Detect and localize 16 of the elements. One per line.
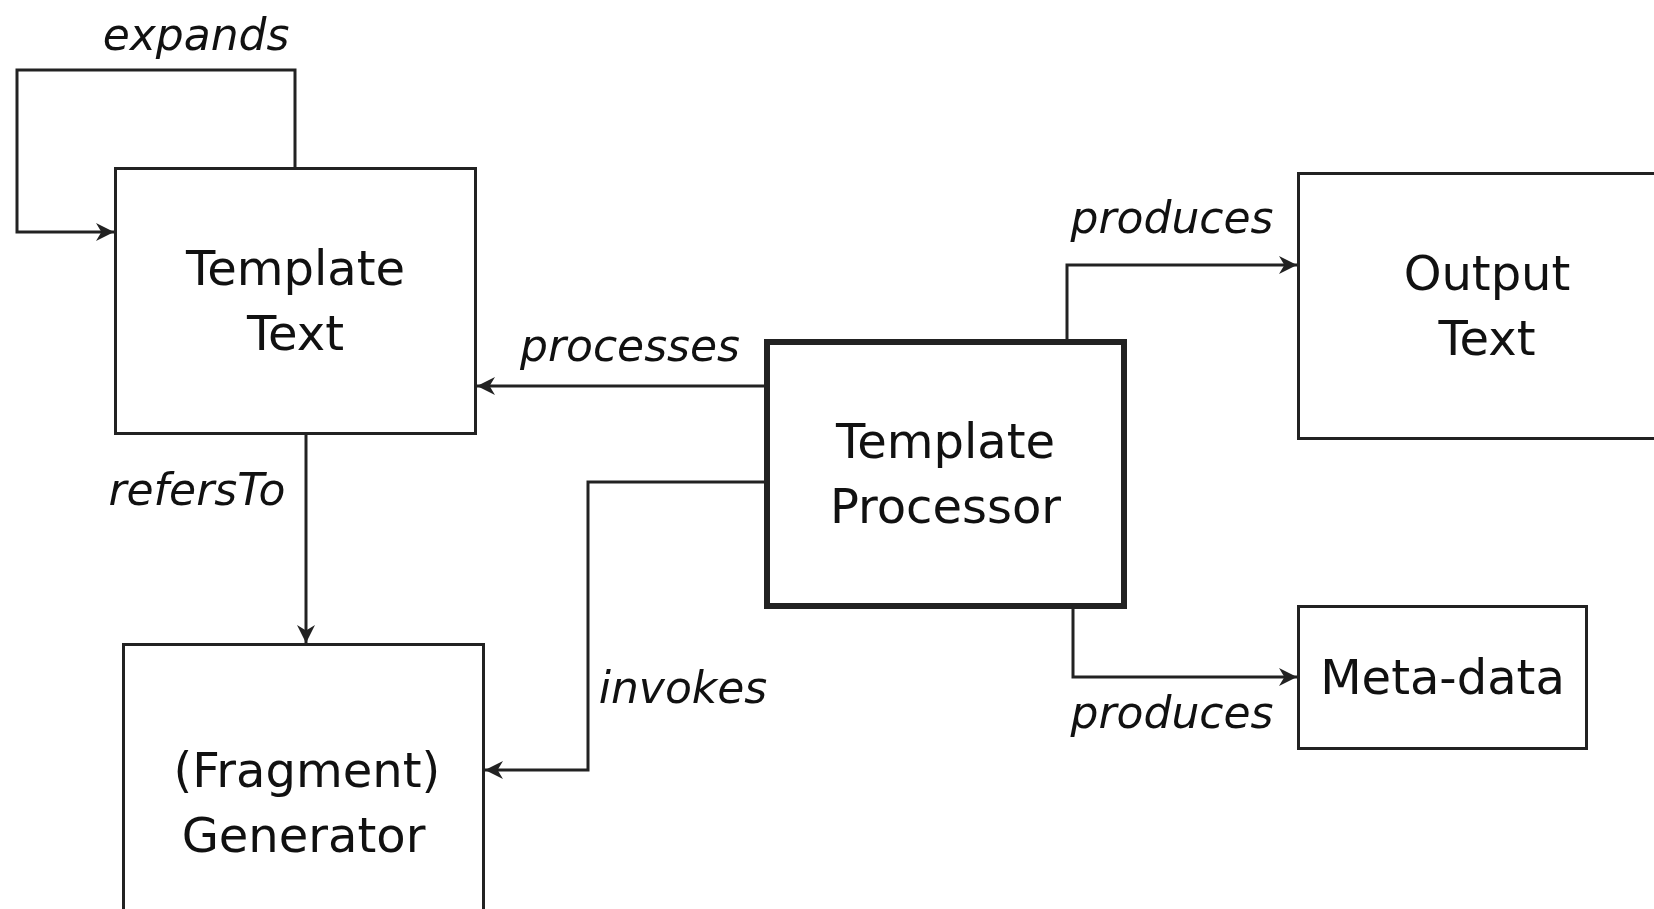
arrow [485, 480, 764, 779]
process-box [1297, 172, 1654, 440]
box-label: Template Processor [828, 412, 1063, 536]
arrow [1065, 256, 1297, 339]
arrow [15, 68, 297, 241]
process-box [764, 339, 1127, 609]
arrow [297, 435, 315, 643]
process-box [114, 167, 477, 435]
arrow [477, 377, 764, 395]
box-label: Output Text [1402, 244, 1572, 368]
process-box [122, 643, 485, 909]
arrow [1071, 609, 1297, 686]
box-label: (Fragment) Generator [173, 741, 434, 865]
process-box [1297, 605, 1588, 750]
box-label: Template Text [185, 239, 406, 363]
box-label: Meta-data [1320, 648, 1565, 708]
